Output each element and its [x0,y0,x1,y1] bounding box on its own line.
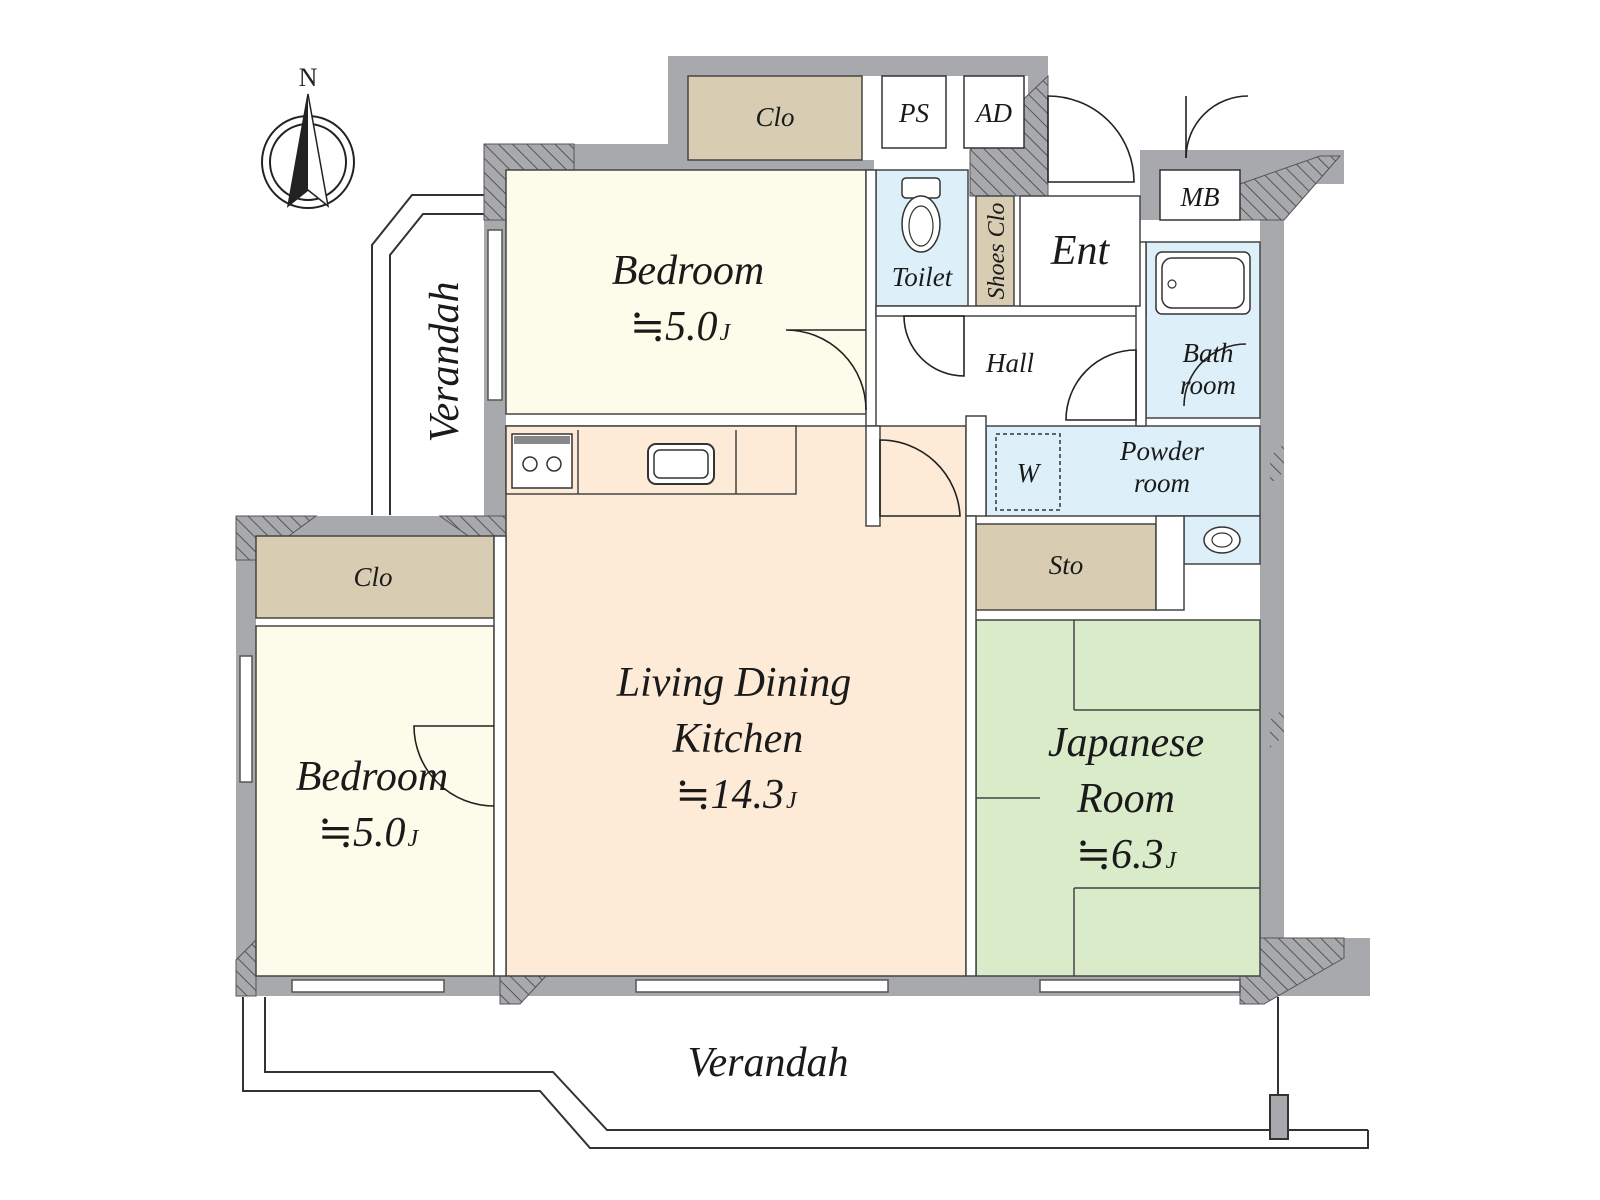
tatami-lines [976,620,1260,976]
compass: N [261,63,355,209]
hall-label: Hall [985,348,1034,378]
bedroom-west-floor [255,625,495,977]
sto-label: Sto [1049,550,1084,580]
ldk-label-line2: Kitchen [672,716,804,762]
ps-box [881,75,947,149]
bedroom-west-label: Bedroom [296,754,448,800]
japanese-room-label-line1: Japanese [1048,720,1204,766]
compass-north-label: N [299,63,318,92]
windows [239,229,1241,993]
washer-label: W [1017,458,1042,488]
bedroom-north-floor [505,169,867,415]
bath-label-line1: Bath [1183,338,1234,368]
powder-label-line2: room [1134,468,1190,498]
verandah-south-outline [242,997,1369,1149]
verandah-south-label: Verandah [688,1040,849,1086]
ldk-floor [505,425,967,977]
ad-box [963,75,1025,149]
toilet-fixture [901,177,941,253]
ps-label: PS [898,98,929,128]
clo-north [687,75,863,161]
mb-box [1159,169,1241,221]
ent-label: Ent [1050,228,1111,274]
bath-label-line2: room [1180,370,1236,400]
kitchen-counter [505,425,797,495]
interior-walls [493,169,1185,977]
verandah-west-label: Verandah [422,282,468,443]
clo-north-label: Clo [755,102,794,132]
ldk-label-line1: Living Dining [616,660,852,706]
toilet-label: Toilet [892,262,954,292]
japanese-room-label-line2: Room [1076,776,1175,822]
bedroom-west-area: ≒5.0J [318,810,420,856]
powder-label-line1: Powder [1119,436,1204,466]
bathtub [1155,251,1251,315]
shoes-clo [975,195,1015,307]
bedroom-north-label: Bedroom [612,248,764,294]
ldk-area: ≒14.3J [675,772,798,818]
bedroom-north-area: ≒5.0J [630,304,732,350]
mb-label: MB [1180,182,1220,212]
shoes-clo-label: Shoes Clo [984,203,1010,300]
doors [413,95,1249,807]
clo-west [255,535,495,619]
japanese-room-area: ≒6.3J [1076,832,1178,878]
ad-label: AD [974,98,1012,128]
sto [975,523,1157,611]
verandah-west-outline [371,194,485,515]
washbasin [1203,526,1241,554]
washer-space [995,433,1061,511]
clo-west-label: Clo [353,562,392,592]
